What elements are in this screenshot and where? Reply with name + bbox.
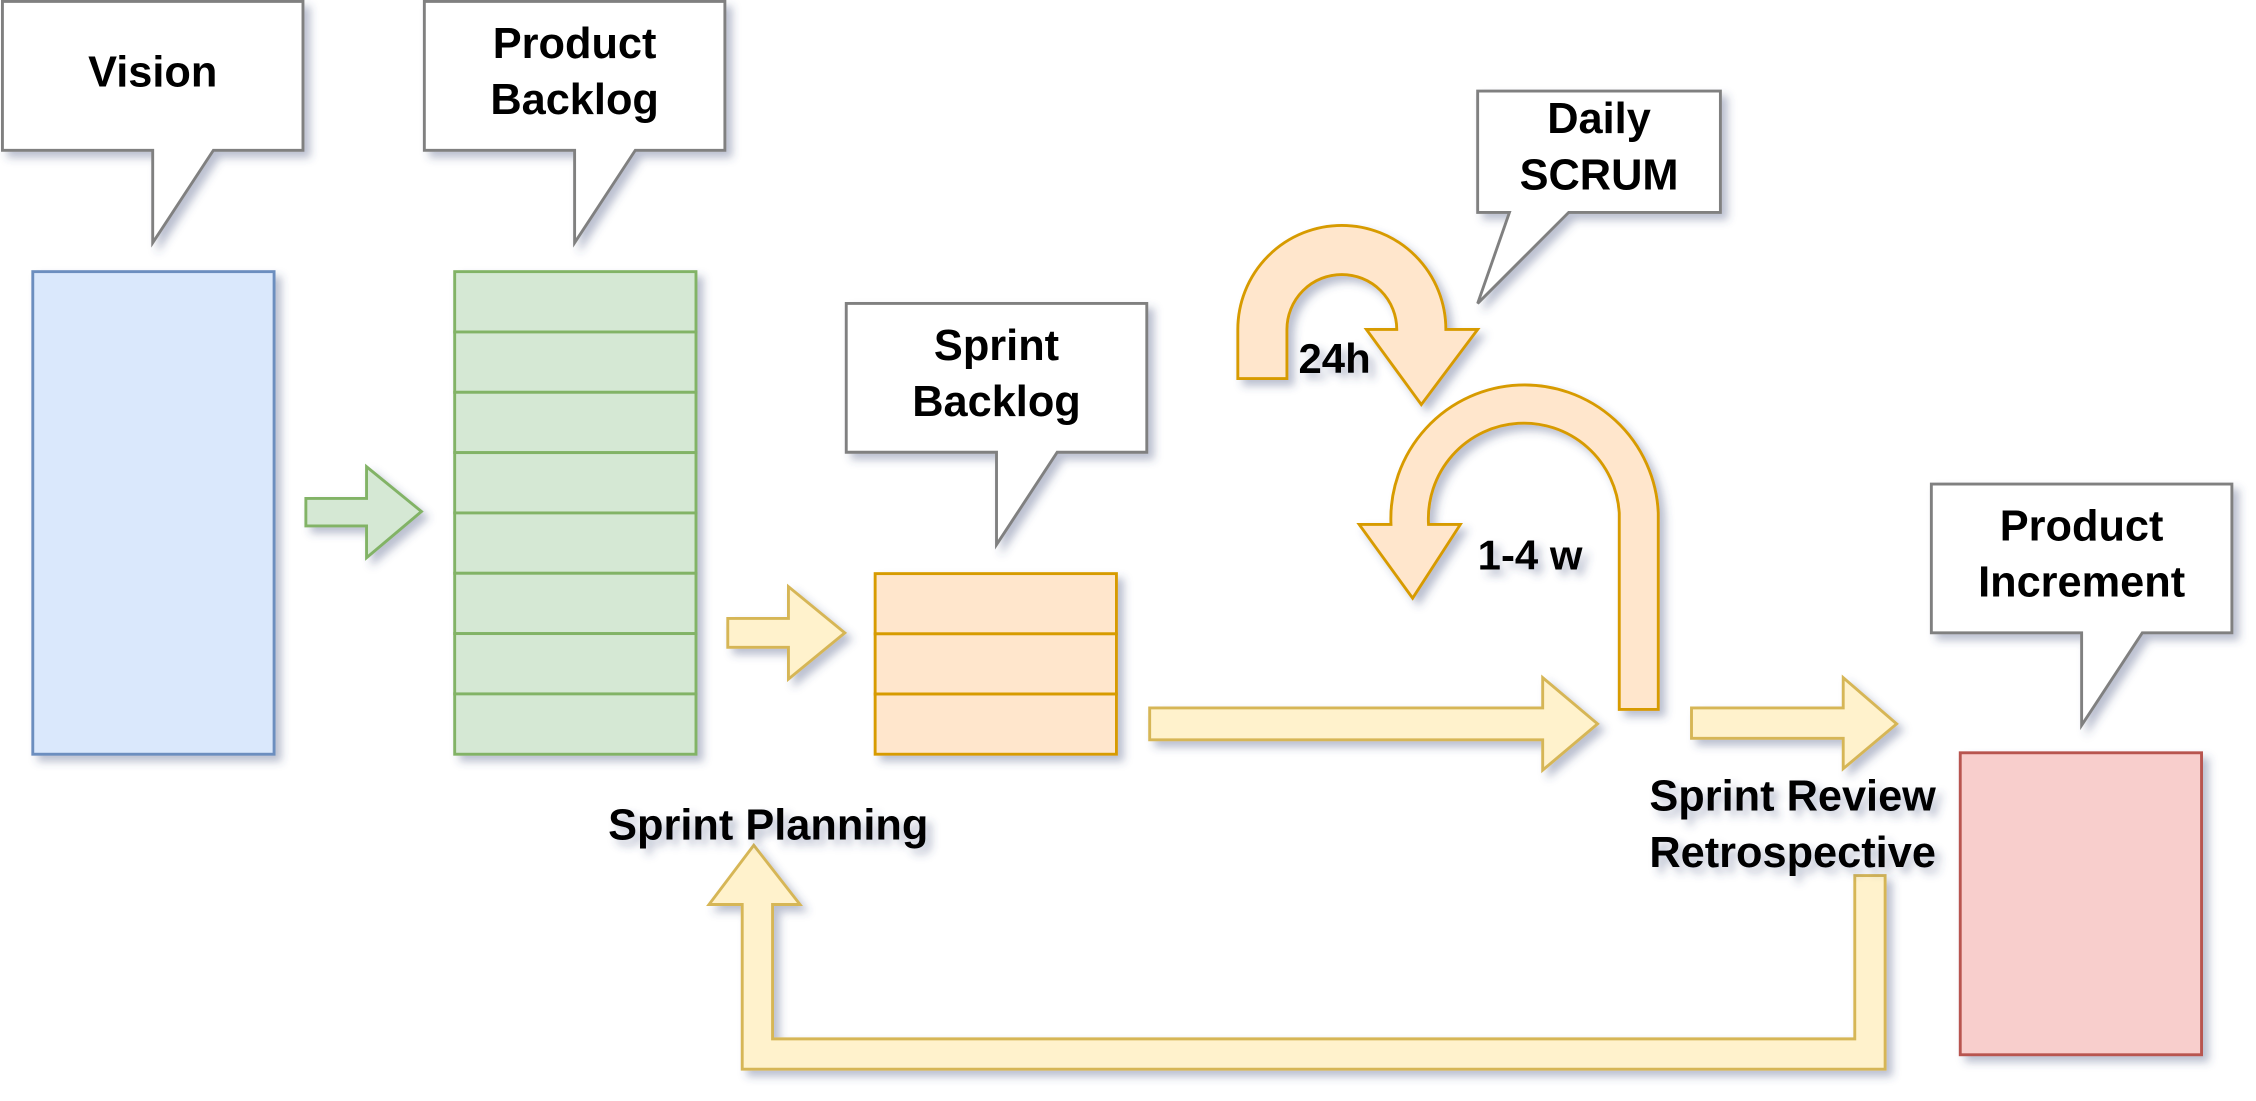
feedback-loop-arrow [706,842,1887,1071]
sprint-backlog-row [873,692,1118,756]
product-backlog-row [453,330,698,394]
sprint-cycle-label: 1-4 w [1478,531,1583,578]
callout-vision: Vision [0,0,305,248]
retrospective-label: Retrospective [1649,829,1936,877]
arrow-review-to-increment [1690,674,1899,772]
daily-cycle-label: 24h [1298,335,1370,382]
product-backlog-row [453,451,698,515]
callout-product-increment: Product Increment [1929,482,2234,731]
arrow-sprint-to-review [1148,674,1600,774]
product-increment-box [1958,751,2203,1057]
callout-daily-scrum-line1: Daily [1547,95,1651,143]
arrow-vision-to-backlog [304,463,424,561]
callout-sprint-backlog-line1: Sprint [934,322,1059,370]
product-backlog-row [453,390,698,455]
product-backlog-row [453,270,698,334]
callout-daily-scrum-line2: SCRUM [1520,151,1679,199]
callout-product-backlog-line2: Backlog [490,76,659,124]
sprint-review-label: Sprint Review [1649,773,1936,821]
sprint-backlog-row [873,572,1118,636]
vision-box [31,270,276,756]
product-backlog-row [453,571,698,636]
daily-cycle-arrow [1236,224,1481,407]
product-backlog-stack [453,270,698,756]
callout-product-backlog-line1: Product [493,20,657,68]
sprint-backlog-stack [873,572,1118,756]
product-backlog-row [453,511,698,575]
product-backlog-row [453,632,698,696]
product-backlog-row [453,692,698,756]
callout-product-increment-line1: Product [2000,502,2164,550]
arrow-backlog-to-sprint [726,583,848,683]
callout-product-backlog: Product Backlog [422,0,727,248]
callout-sprint-backlog-line2: Backlog [912,378,1081,426]
callout-daily-scrum: Daily SCRUM [1476,89,1722,305]
sprint-planning-label: Sprint Planning [608,801,928,849]
callout-sprint-backlog: Sprint Backlog [844,301,1149,550]
sprint-cycle-arrow [1356,383,1660,711]
callout-product-increment-line2: Increment [1978,559,2185,607]
sprint-backlog-row [873,632,1118,696]
callout-vision-text: Vision [88,49,217,97]
